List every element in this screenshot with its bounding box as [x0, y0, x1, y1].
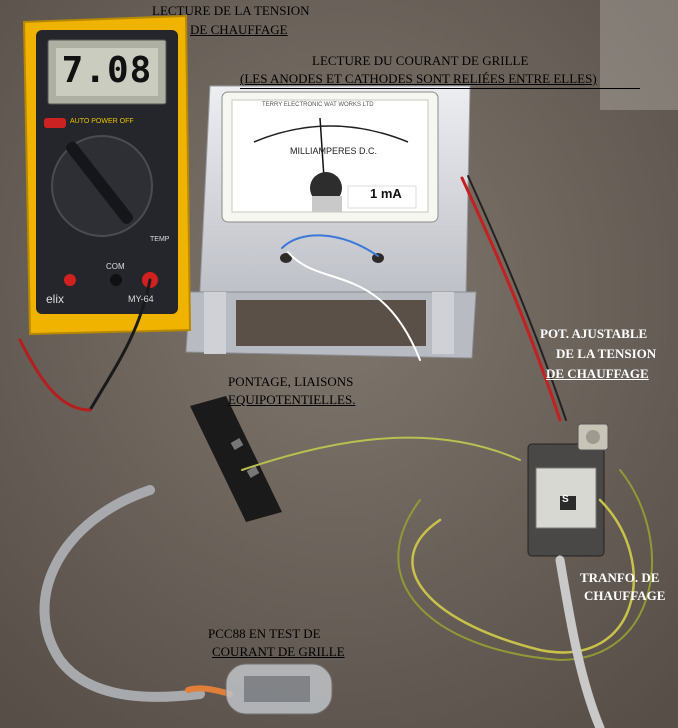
annotation-heater-voltage-2: DE CHAUFFAGE — [190, 22, 288, 37]
annotation-pot-3: DE CHAUFFAGE — [546, 366, 649, 381]
annotation-bridging-1: PONTAGE, LIAISONS — [228, 374, 354, 389]
annotation-bridging-2: EQUIPOTENTIELLES. — [228, 392, 356, 407]
transformer-plate: S — [562, 494, 569, 505]
annotation-tube-2: COURANT DE GRILLE — [212, 644, 345, 659]
wall-corner — [600, 0, 678, 110]
annotation-transformer-1: TRANFO. DE — [580, 570, 660, 585]
multimeter-model: MY-64 — [128, 294, 154, 304]
heater-transformer — [527, 443, 605, 557]
milliammeter — [221, 91, 439, 223]
wiring — [18, 175, 653, 728]
annotation-grid-current-2: (LES ANODES ET CATHODES SONT RELIÉES ENT… — [240, 71, 597, 86]
meter-unit: MILLIAMPERES D.C. — [290, 146, 378, 156]
annotation-tube-1: PCC88 EN TEST DE — [208, 626, 321, 641]
callout-line-grid — [240, 88, 640, 89]
multimeter-com-label: COM — [106, 262, 125, 271]
annotation-grid-current-1: LECTURE DU COURANT DE GRILLE — [312, 53, 529, 68]
pcc88-tube — [225, 663, 333, 715]
heater-potentiometer — [577, 423, 609, 451]
annotation-transformer-2: CHAUFFAGE — [584, 588, 666, 603]
annotation-pot-2: DE LA TENSION — [556, 346, 657, 361]
terminal-block — [190, 396, 282, 522]
multimeter — [22, 14, 192, 336]
meter-range: 1 mA — [370, 186, 402, 201]
multimeter-power-label: AUTO POWER OFF — [70, 118, 134, 125]
annotation-pot-1: POT. AJUSTABLE — [540, 326, 648, 341]
multimeter-display: 7.08 — [61, 50, 153, 91]
multimeter-brand: elix — [46, 292, 65, 306]
meter-header: TERRY ELECTRONIC WAT WORKS LTD — [262, 102, 374, 108]
multimeter-temp-label: TEMP — [150, 236, 170, 243]
annotation-heater-voltage-1: LECTURE DE LA TENSION — [152, 3, 310, 18]
